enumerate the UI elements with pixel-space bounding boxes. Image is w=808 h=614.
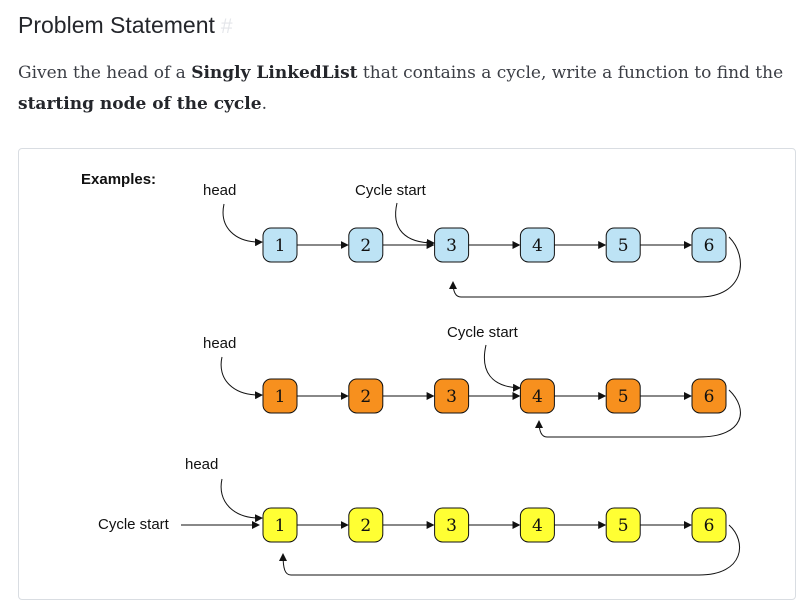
list-node-value: 3 — [446, 236, 457, 256]
example-2: head Cycle start 1 2 3 4 5 6 — [203, 324, 741, 438]
list-node-value: 1 — [275, 387, 286, 407]
page-title-text: Problem Statement — [18, 12, 215, 38]
list-node-value: 5 — [618, 236, 629, 256]
node-row: 1 2 3 4 5 6 — [262, 507, 727, 543]
problem-text-1: Given the head of a — [18, 63, 192, 83]
list-node-box — [691, 227, 727, 263]
cycle-back-arrow — [279, 524, 741, 576]
head-label: head — [203, 182, 236, 199]
list-node-value: 5 — [618, 387, 629, 407]
node-row: 1 2 3 4 5 6 — [262, 378, 727, 414]
list-node-box — [691, 507, 727, 543]
head-label: head — [203, 335, 236, 352]
list-node-value: 4 — [532, 387, 543, 407]
list-node-value: 5 — [618, 516, 629, 536]
example-1: head Cycle start 1 2 3 4 5 6 — [203, 182, 741, 298]
list-node-value: 2 — [360, 387, 371, 407]
examples-title: Examples: — [81, 171, 156, 188]
head-pointer-arrow — [220, 356, 263, 400]
cycle-back-arrow — [535, 389, 741, 438]
linked-list-diagram: Examples: head Cycle start 1 2 3 4 5 6 head C… — [81, 171, 741, 576]
problem-bold-2: starting node of the cycle — [18, 94, 262, 114]
problem-text-3: . — [261, 94, 267, 114]
example-3: head Cycle start 1 2 3 4 5 6 — [98, 456, 741, 576]
list-node-value: 3 — [446, 516, 457, 536]
head-label: head — [185, 456, 218, 473]
list-node-value: 1 — [275, 516, 286, 536]
list-node-value: 6 — [704, 516, 715, 536]
cycle-start-label: Cycle start — [447, 324, 519, 341]
heading-anchor-link[interactable]: # — [220, 15, 233, 38]
problem-bold-1: Singly LinkedList — [191, 63, 358, 83]
list-node-value: 6 — [704, 387, 715, 407]
list-node-value: 2 — [360, 516, 371, 536]
cycle-start-pointer-arrow — [484, 344, 521, 392]
head-pointer-arrow — [220, 478, 263, 523]
list-node-value: 2 — [360, 236, 371, 256]
list-node-value: 4 — [532, 236, 543, 256]
cycle-start-label: Cycle start — [98, 516, 170, 533]
node-row: 1 2 3 4 5 6 — [262, 227, 727, 263]
list-node-box — [691, 378, 727, 414]
list-node-value: 3 — [446, 387, 457, 407]
list-node-value: 6 — [704, 236, 715, 256]
head-pointer-arrow — [222, 203, 263, 247]
examples-figure: Examples: head Cycle start 1 2 3 4 5 6 head C… — [18, 148, 796, 600]
problem-description: Given the head of a Singly LinkedList th… — [18, 58, 798, 120]
list-node-value: 1 — [275, 236, 286, 256]
cycle-back-arrow — [449, 236, 741, 298]
cycle-start-label: Cycle start — [355, 182, 427, 199]
page-title: Problem Statement# — [18, 12, 233, 39]
list-node-value: 4 — [532, 516, 543, 536]
cycle-start-pointer-arrow — [395, 202, 435, 247]
problem-text-2: that contains a cycle, write a function … — [357, 63, 784, 83]
